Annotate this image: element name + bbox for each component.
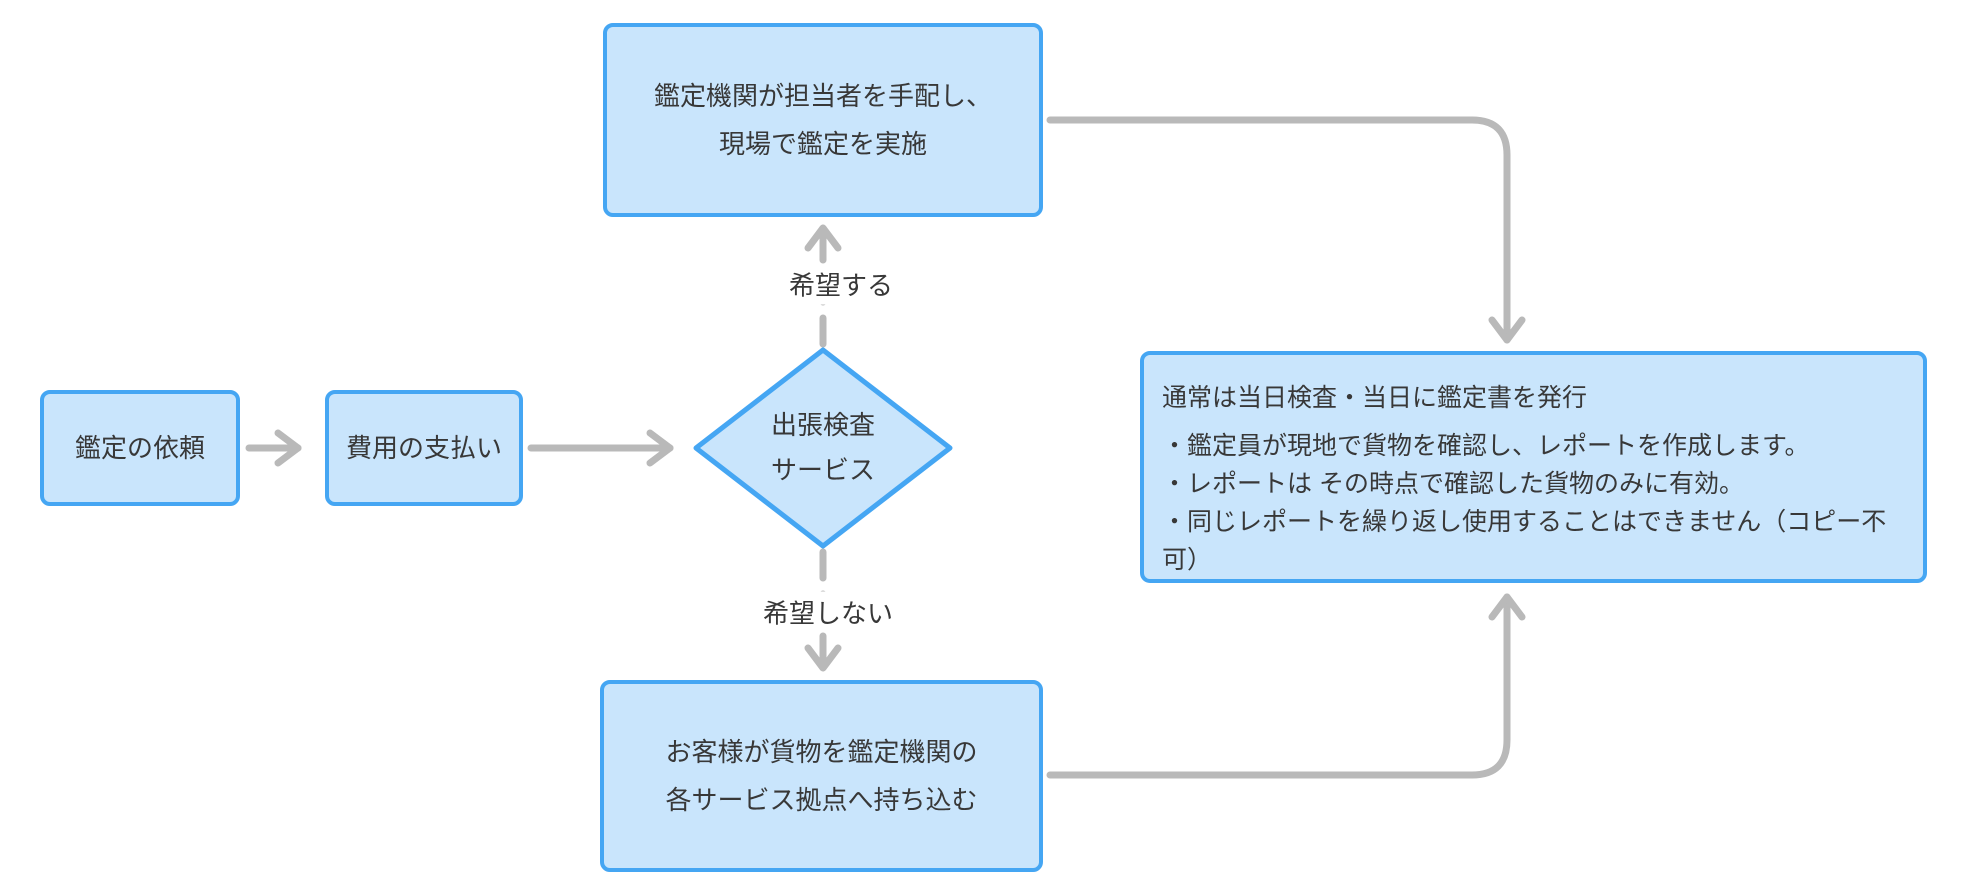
result-bullet-2: ・レポートは その時点で確認した貨物のみに有効。 (1162, 470, 1744, 498)
node-label-line2: 現場で鑑定を実施 (718, 129, 927, 159)
decision-label-line1: 出張検査 (770, 409, 875, 440)
decision-diamond-shape (693, 347, 953, 549)
node-fee-payment: 費用の支払い (325, 390, 523, 506)
connector-onsite-to-result (1046, 116, 1526, 344)
node-label: 費用の支払い (345, 432, 502, 463)
edge-label-yes: 希望する (782, 263, 900, 305)
node-bring-in: お客様が貨物を鑑定機関の 各サービス拠点へ持ち込む (600, 680, 1043, 872)
node-label-line1: 鑑定機関が担当者を手配し、 (653, 80, 992, 111)
node-onsite-inspection: 鑑定機関が担当者を手配し、 現場で鑑定を実施 (603, 23, 1043, 217)
node-label-line1: お客様が貨物を鑑定機関の (665, 736, 978, 767)
result-title: 通常は当日検査・当日に鑑定書を発行 (1162, 384, 1588, 412)
node-label: 鑑定の依頼 (74, 432, 205, 463)
node-certificate-issuance: 通常は当日検査・当日に鑑定書を発行 ・鑑定員が現地で貨物を確認し、レポートを作成… (1140, 351, 1927, 583)
node-appraisal-request: 鑑定の依頼 (40, 390, 240, 506)
node-decision-label: 出張検査 サービス (713, 400, 933, 496)
result-bullet-1: ・鑑定員が現地で貨物を確認し、レポートを作成します。 (1162, 432, 1810, 460)
node-label-line2: 各サービス拠点へ持ち込む (665, 785, 978, 815)
result-bullet-3: ・同じレポートを繰り返し使用することはできません（コピー不可） (1162, 508, 1887, 574)
connector-bringin-to-result (1046, 593, 1526, 779)
decision-label-line2: サービス (770, 455, 875, 485)
edge-label-no: 希望しない (756, 591, 900, 633)
